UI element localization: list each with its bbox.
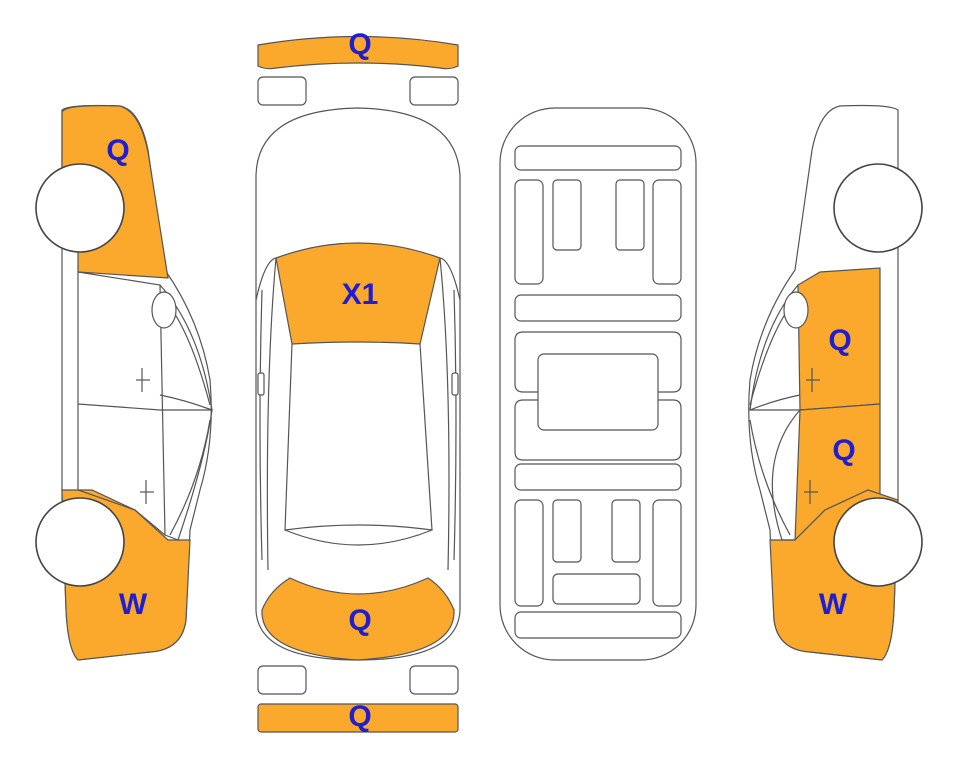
top-left-mirror [257,372,265,396]
right-front-door-panel[interactable] [797,267,881,411]
right-front-door-label: Q [828,324,851,357]
hood-label: X1 [342,278,379,311]
left-taillight [257,665,307,695]
right-rear-door-handle [804,480,818,504]
front-bumper-label: Q [348,28,371,61]
left-front-fender-label: Q [106,134,129,167]
top-car-body [255,107,461,661]
trunk-label: Q [348,604,371,637]
right-front-wheel [833,163,923,253]
left-side-view: Q W [35,104,213,661]
rear-bumper-panel[interactable] [257,703,459,733]
left-headlight [257,76,307,106]
underbody-view [499,107,697,661]
right-mirror [783,291,809,329]
left-front-wheel [35,163,125,253]
right-taillight [409,665,459,695]
right-rear-quarter-label: W [819,588,848,621]
right-front-door-handle [806,368,820,392]
right-side-view: Q Q W [748,104,923,661]
left-rear-wheel [35,497,125,587]
right-rear-wheel [833,497,923,587]
trunk-panel[interactable] [261,577,455,661]
right-headlight [409,76,459,106]
front-bumper-panel[interactable] [257,35,459,70]
left-mirror [151,291,177,329]
rear-bumper-label: Q [348,700,371,733]
underbody-center-panel [537,353,659,431]
right-rear-door-label: Q [832,434,855,467]
top-right-mirror [451,372,459,396]
left-front-door-handle [136,368,150,392]
left-rear-quarter-label: W [119,588,148,621]
top-view: Q X1 Q Q [255,28,461,733]
left-rear-door-handle [140,480,154,504]
